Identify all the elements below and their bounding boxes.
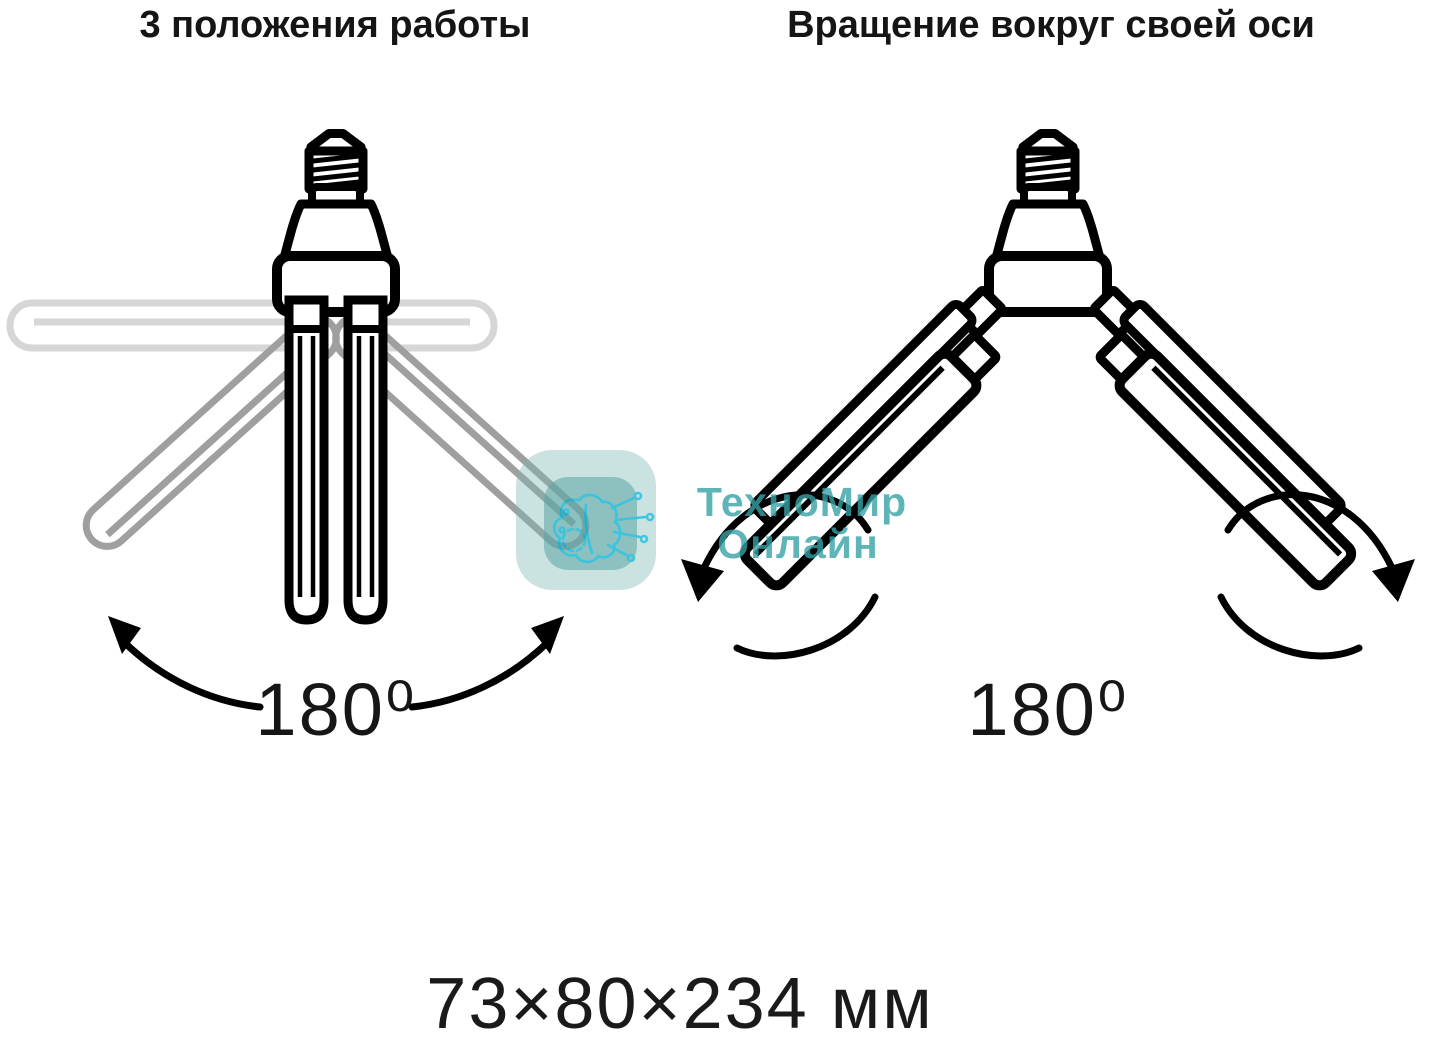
- left-figure-title: 3 положения работы: [139, 4, 530, 46]
- left-angle-label: 180⁰: [255, 668, 416, 751]
- ghost-diagonal-right-inner-line: [374, 344, 577, 527]
- watermark: ТехноМир Онлайн: [516, 450, 907, 590]
- swing-arc-right-segment: [408, 638, 552, 711]
- right-lamp-base: [989, 134, 1107, 313]
- right-lamp-petal-left-45: [739, 286, 1006, 591]
- right-angle-label: 180⁰: [967, 668, 1128, 751]
- watermark-logo-inner-square: [544, 477, 637, 570]
- rotation-arrow-right-bottom-arc: [1217, 593, 1363, 660]
- ghost-diagonal-left-tube: [82, 313, 340, 550]
- rotation-arrow-right-petal: [1217, 491, 1415, 660]
- figure-3-positions: 180⁰: [6, 134, 590, 751]
- petal-left-face-inner-line: [753, 365, 945, 557]
- petal-right-face-inner-line: [1151, 365, 1343, 557]
- rotation-arrow-left-petal: [681, 491, 879, 660]
- rotation-arrow-right-arrowhead: [1372, 559, 1415, 602]
- rotation-arrow-left-bottom-arc: [733, 593, 879, 660]
- swing-arc-left-arrowhead: [108, 616, 141, 654]
- swing-arc-180: [108, 616, 564, 711]
- petal-down-left: [284, 295, 329, 625]
- rotation-arrow-right-top-arc: [1224, 491, 1396, 572]
- ghost-petal-diagonal-left: [82, 313, 340, 550]
- brain-circuit-icon: [552, 491, 655, 564]
- rotation-arrow-left-arrowhead: [681, 559, 724, 602]
- ghost-petals-horizontal: [6, 299, 498, 352]
- petal-left-face-slat: [739, 348, 982, 591]
- left-lamp-petals-down: [284, 295, 388, 625]
- ghost-diagonal-left-inner-line: [105, 354, 307, 538]
- rotation-arrow-left-top-arc: [700, 491, 872, 572]
- petal-right-face-slat: [1114, 348, 1357, 591]
- swing-arc-left-segment: [120, 638, 264, 711]
- watermark-text-line1: ТехноМир: [697, 479, 907, 525]
- right-figure-title: Вращение вокруг своей оси: [787, 4, 1315, 46]
- right-lamp-petal-right-45: [1090, 286, 1357, 591]
- watermark-text-line2: Онлайн: [717, 521, 878, 567]
- petal-down-right: [343, 295, 388, 625]
- dimensions-label: 73×80×234 мм: [426, 964, 933, 1040]
- figure-axis-rotation: 180⁰: [681, 134, 1415, 751]
- swing-arc-right-arrowhead: [531, 616, 564, 654]
- left-lamp-base: [277, 134, 395, 313]
